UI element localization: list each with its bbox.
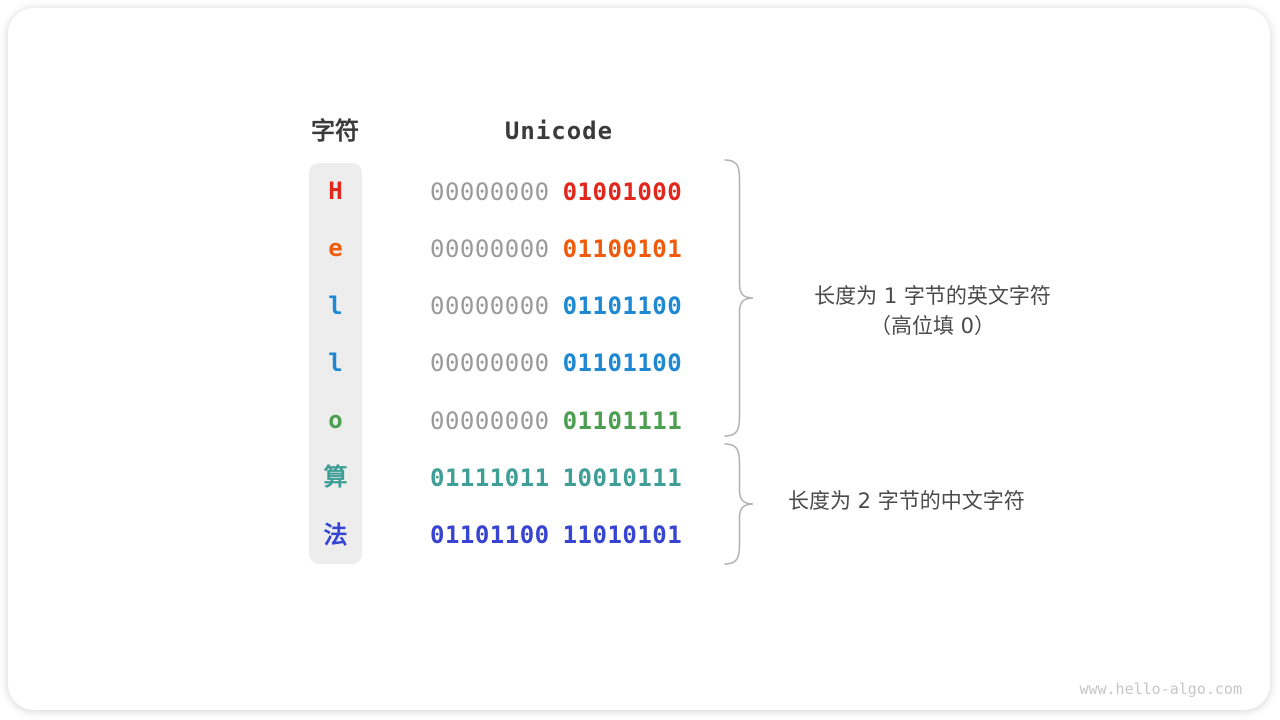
character-cell: e	[328, 234, 343, 263]
annotation-english-line2: （高位填 0）	[869, 314, 996, 338]
char-row: 算 01111011 10010111	[0, 449, 1280, 506]
byte-values: 00000000 01001000	[430, 163, 682, 220]
char-row: l 00000000 01101100	[0, 278, 1280, 335]
byte-value: 01100101	[562, 234, 683, 263]
byte-value: 00000000	[430, 349, 550, 378]
byte-values: 00000000 01100101	[430, 220, 682, 277]
byte-values: 01111011 10010111	[430, 449, 682, 506]
byte-value: 01001000	[562, 177, 683, 206]
column-header-char: 字符	[311, 117, 359, 145]
english-group-brace-icon	[724, 159, 754, 437]
byte-value: 00000000	[430, 292, 550, 321]
character-cell: H	[328, 177, 343, 205]
character-cell: l	[328, 291, 343, 320]
byte-values: 00000000 01101100	[430, 335, 682, 392]
byte-value: 01101100	[562, 349, 683, 378]
byte-value: 00000000	[430, 406, 550, 435]
chinese-group-brace-icon	[724, 443, 754, 565]
figure-card	[8, 8, 1270, 710]
byte-values: 00000000 01101100	[430, 278, 682, 335]
byte-value: 00000000	[430, 234, 550, 263]
character-cell: 算	[323, 463, 348, 492]
annotation-chinese-line1: 长度为 2 字节的中文字符	[788, 489, 1025, 513]
byte-value: 00000000	[430, 177, 550, 206]
byte-values: 00000000 01101111	[430, 392, 682, 449]
byte-values: 01101100 11010101	[430, 507, 682, 564]
annotation-english-bytes: 长度为 1 字节的英文字符 （高位填 0）	[760, 281, 1105, 341]
byte-value: 01101100	[562, 292, 683, 321]
byte-value: 10010111	[562, 463, 683, 492]
char-row: 法 01101100 11010101	[0, 507, 1280, 564]
char-row: H 00000000 01001000	[0, 163, 1280, 220]
byte-value: 01101100	[430, 521, 550, 550]
annotation-english-line1: 长度为 1 字节的英文字符	[814, 284, 1051, 308]
column-header-unicode: Unicode	[504, 117, 614, 145]
byte-value: 11010101	[562, 521, 683, 550]
byte-value: 01111011	[430, 463, 550, 492]
annotation-chinese-bytes: 长度为 2 字节的中文字符	[788, 486, 1133, 516]
watermark: www.hello-algo.com	[1079, 680, 1242, 698]
byte-value: 01101111	[562, 406, 683, 435]
char-column-background	[309, 163, 362, 564]
character-cell: l	[328, 348, 343, 377]
char-row: e 00000000 01100101	[0, 220, 1280, 277]
char-row: l 00000000 01101100	[0, 335, 1280, 392]
character-cell: o	[328, 406, 343, 435]
character-cell: 法	[323, 520, 348, 549]
char-row: o 00000000 01101111	[0, 392, 1280, 449]
